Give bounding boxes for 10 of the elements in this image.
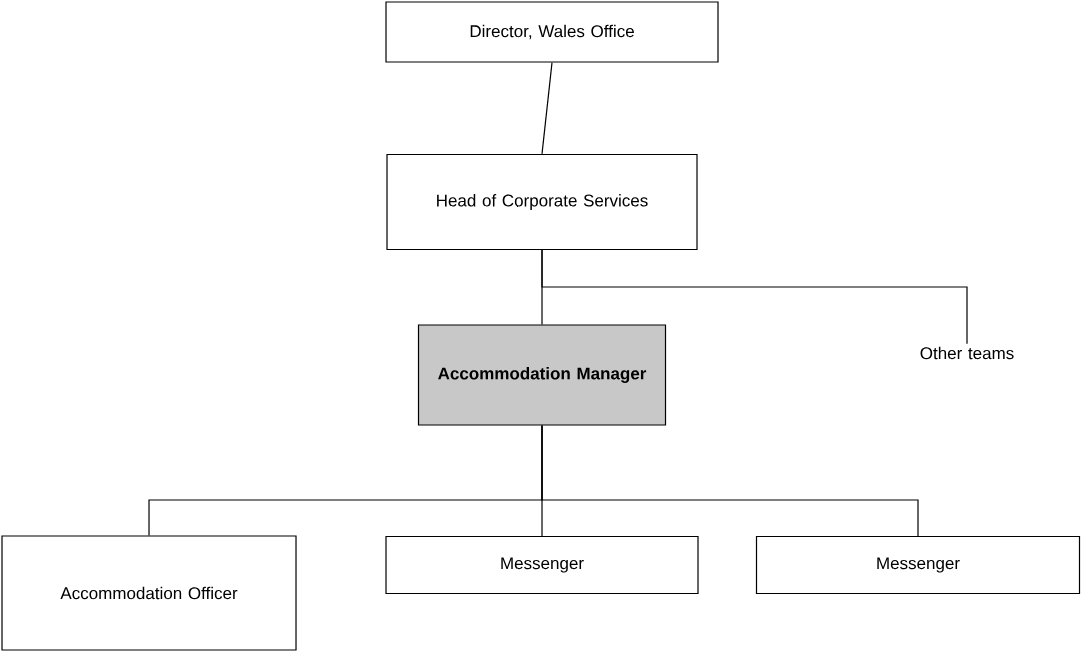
org-label: Other teams xyxy=(920,346,1014,360)
connector-line xyxy=(541,425,919,537)
org-box: Accommodation Officer xyxy=(1,535,297,651)
connector-line xyxy=(541,249,968,345)
org-box: Head of Corporate Services xyxy=(386,153,698,251)
highlighted-org-box: Accommodation Manager xyxy=(417,324,667,426)
org-box: Director, Wales Office xyxy=(385,1,719,63)
org-box: Messenger xyxy=(755,535,1081,595)
connector-line xyxy=(541,62,553,155)
org-box: Messenger xyxy=(385,535,699,595)
